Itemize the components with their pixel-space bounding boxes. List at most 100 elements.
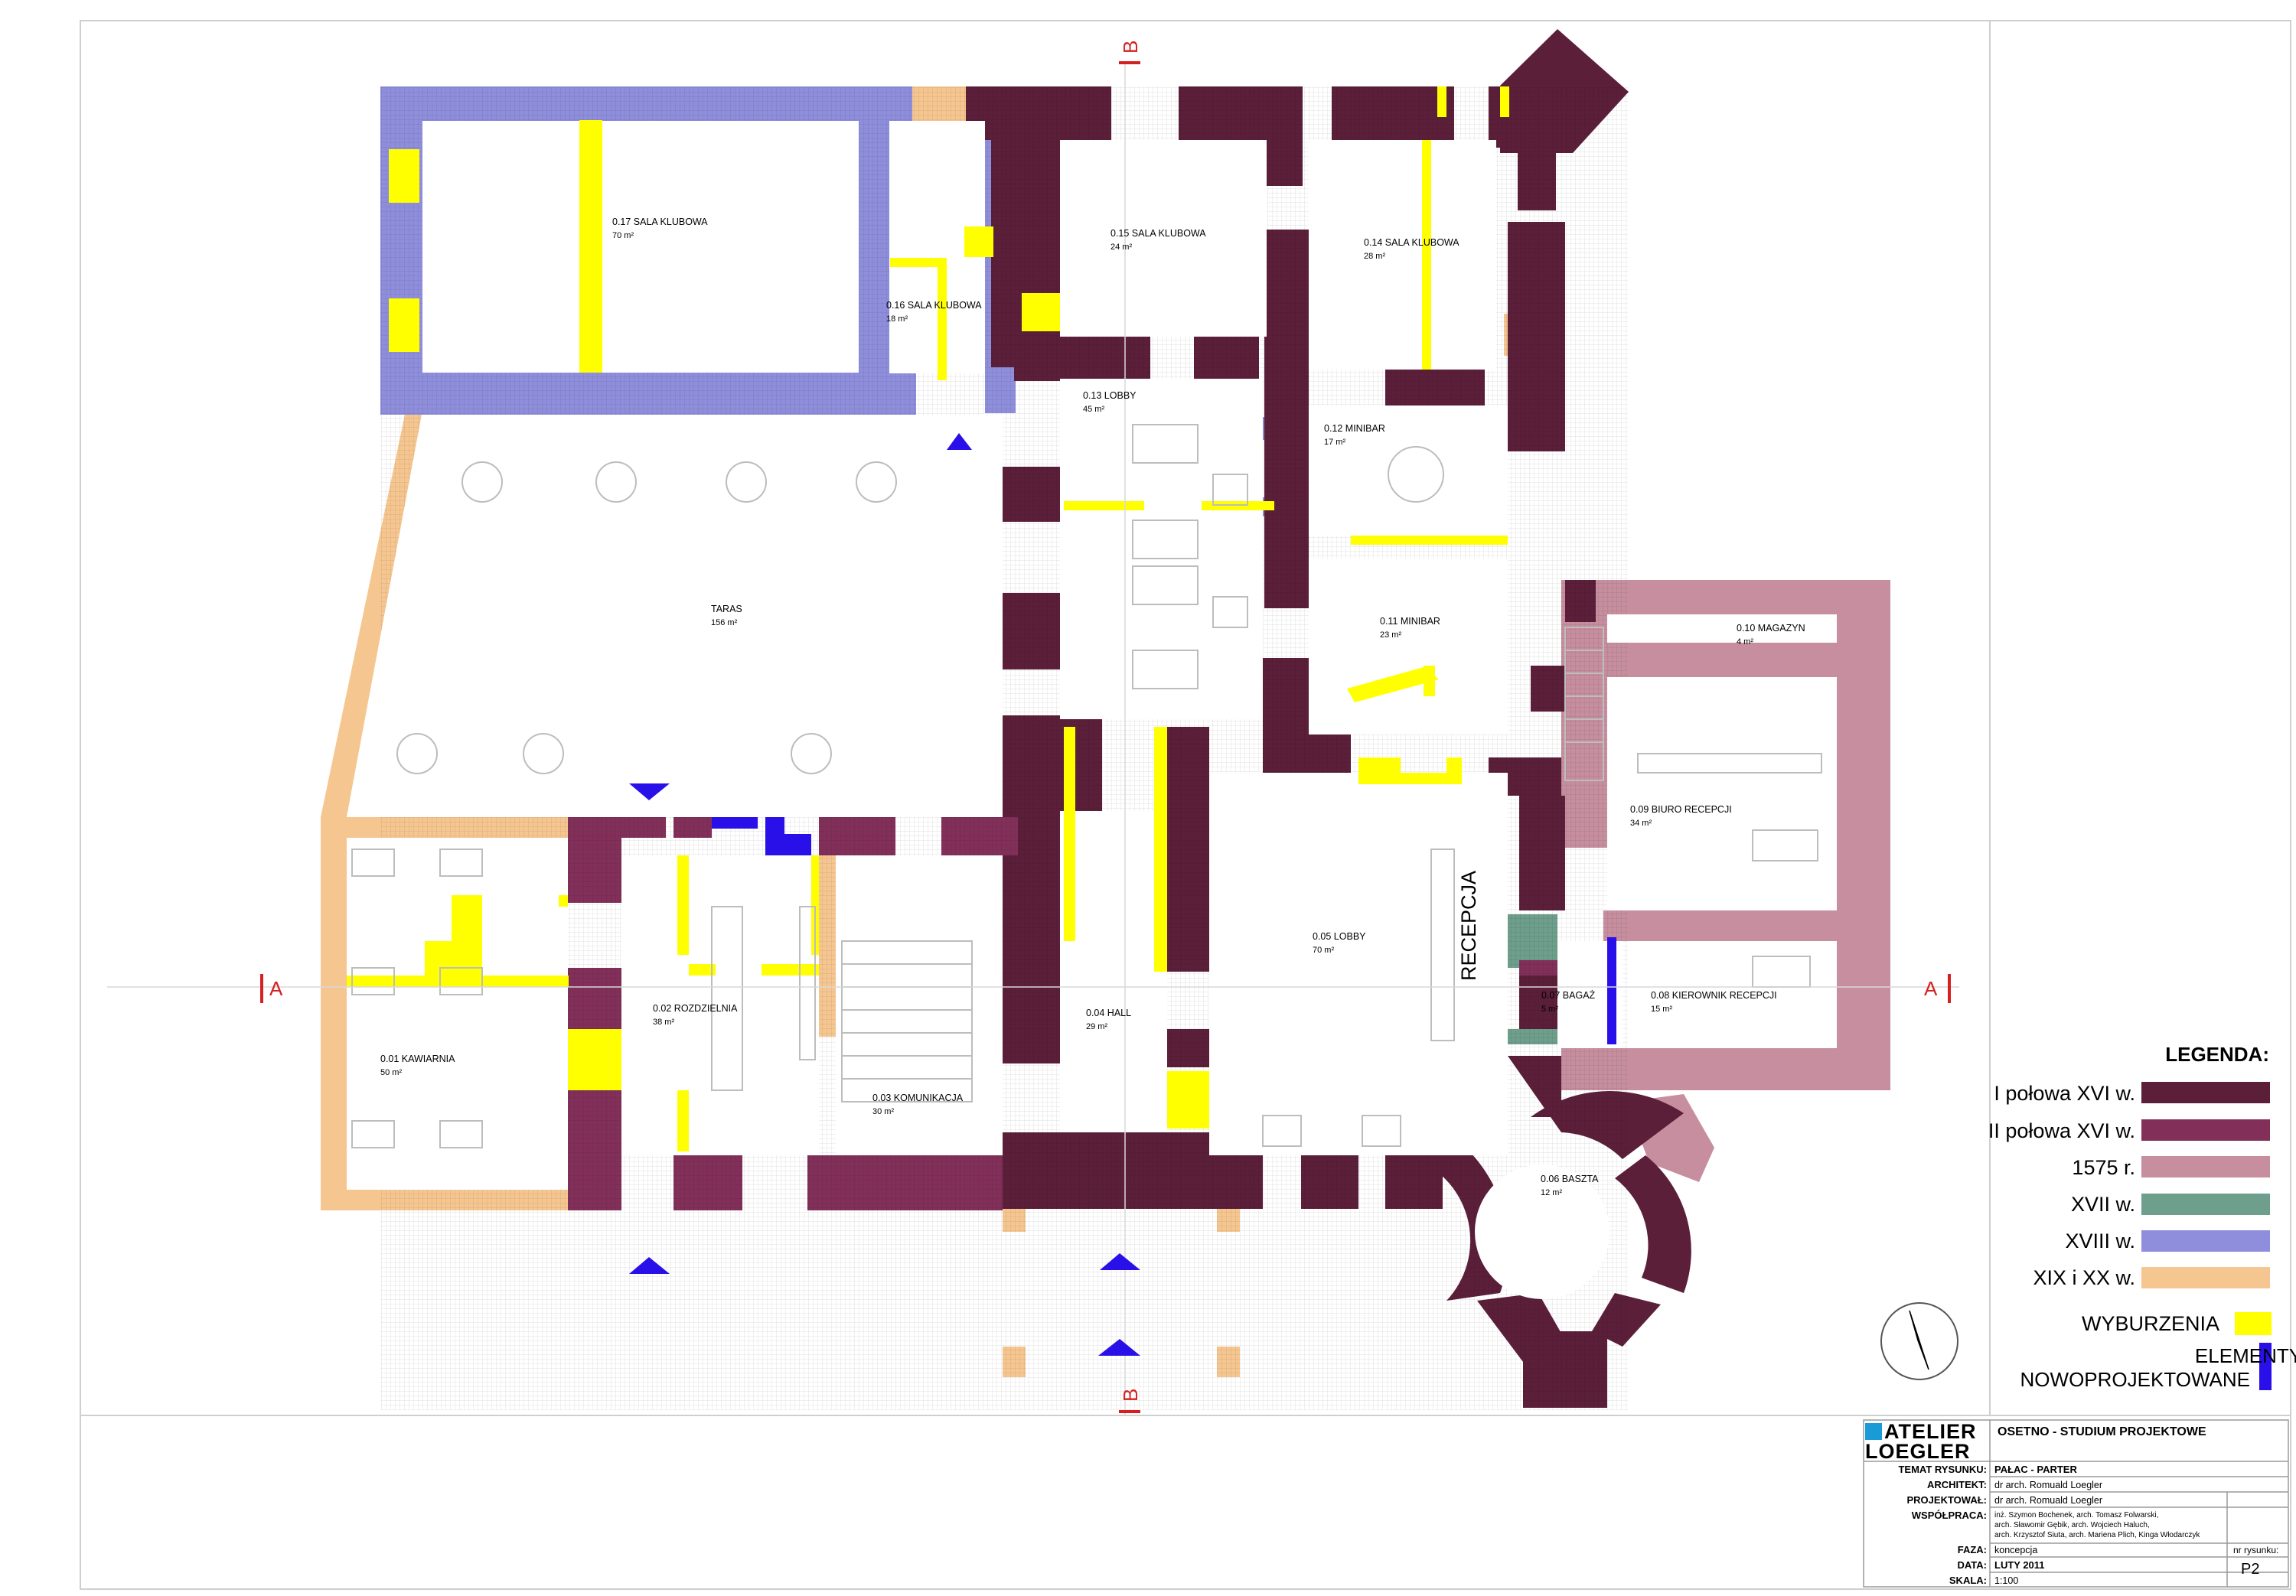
new-design-elements — [712, 817, 1616, 1044]
section-b-top: B — [1119, 41, 1142, 54]
entrance-arrows — [629, 433, 1140, 1356]
room-area-13: 45 m² — [1083, 405, 1104, 414]
room-label-taras: TARAS — [711, 604, 742, 614]
room-area-03: 30 m² — [872, 1107, 894, 1116]
room-label-05: 0.05 LOBBY — [1313, 931, 1366, 942]
row-label-scale: SKALA: — [1949, 1575, 1987, 1586]
room-area-taras: 156 m² — [711, 618, 738, 627]
legend-label-xviii: XVIII w. — [2065, 1230, 2135, 1252]
room-label-09: 0.09 BIURO RECEPCJI — [1630, 804, 1732, 815]
room-area-15: 24 m² — [1110, 243, 1132, 252]
room-label-11: 0.11 MINIBAR — [1380, 616, 1440, 627]
room-area-08: 15 m² — [1651, 1005, 1672, 1014]
title-block: ATELIER LOEGLER OSETNO - STUDIUM PROJEKT… — [1865, 1420, 2278, 1586]
legend-label-xvi2: II połowa XVI w. — [1988, 1119, 2135, 1142]
room-label-10: 0.10 MAGAZYN — [1737, 623, 1805, 634]
legend-swatch-xixxx — [2141, 1267, 2270, 1288]
legend-swatch-xvi2 — [2141, 1119, 2270, 1141]
section-b-bottom: B — [1119, 1389, 1142, 1402]
room-area-10: 4 m² — [1737, 637, 1753, 647]
room-area-09: 34 m² — [1630, 819, 1652, 828]
room-label-06: 0.06 BASZTA — [1541, 1174, 1599, 1184]
section-lines — [107, 61, 1959, 1415]
room-label-17: 0.17 SALA KLUBOWA — [612, 217, 708, 227]
legend-swatch-demolition — [2235, 1312, 2272, 1335]
legend-label-new-2: NOWOPROJEKTOWANE — [2020, 1368, 2250, 1391]
row-value-date: LUTY 2011 — [1994, 1559, 2045, 1571]
room-label-15: 0.15 SALA KLUBOWA — [1110, 228, 1206, 239]
logo-line-2: LOEGLER — [1865, 1440, 1971, 1463]
room-area-11: 23 m² — [1380, 630, 1401, 640]
drawing-no: P2 — [2241, 1561, 2259, 1578]
row-value-architect: dr arch. Romuald Loegler — [1994, 1480, 2102, 1490]
row-label-topic: TEMAT RYSUNKU: — [1898, 1464, 1987, 1475]
row-value-scale: 1:100 — [1994, 1575, 2018, 1586]
room-label-01: 0.01 KAWIARNIA — [380, 1054, 455, 1064]
legend-swatch-1575 — [2141, 1156, 2270, 1177]
room-area-05: 70 m² — [1313, 946, 1334, 955]
room-label-13: 0.13 LOBBY — [1083, 390, 1137, 401]
room-area-14: 28 m² — [1364, 252, 1385, 261]
cafe-tables — [351, 848, 483, 1148]
room-area-02: 38 m² — [653, 1018, 674, 1027]
row-label-date: DATA: — [1957, 1559, 1987, 1571]
room-label-02: 0.02 ROZDZIELNIA — [653, 1003, 738, 1014]
reception-desk — [1430, 848, 1455, 1041]
legend-swatch-xvi1 — [2141, 1082, 2270, 1103]
coop-line-2: arch. Sławomir Gębik, arch. Wojciech Hal… — [1994, 1521, 2150, 1529]
legend-label-xvi1: I połowa XVI w. — [1994, 1082, 2135, 1105]
legend-label-demolition: WYBURZENIA — [2082, 1312, 2219, 1335]
room-label-04: 0.04 HALL — [1086, 1008, 1131, 1018]
demolition-elements — [347, 86, 1509, 1151]
north-arrow-icon — [1880, 1302, 1958, 1380]
lobby-seating — [1132, 424, 1401, 1147]
row-value-topic: PAŁAC - PARTER — [1994, 1464, 2077, 1475]
drawing-no-label: nr rysunku: — [2233, 1545, 2278, 1555]
room-label-07: 0.07 BAGAŻ — [1541, 990, 1596, 1001]
legend-swatches — [2141, 1082, 2272, 1390]
title-block-grid — [1863, 1419, 2289, 1588]
legend-swatch-xvii — [2141, 1194, 2270, 1215]
legend-swatch-xviii — [2141, 1230, 2270, 1252]
row-label-phase: FAZA: — [1958, 1544, 1987, 1555]
room-area-01: 50 m² — [380, 1068, 402, 1077]
room-labels: 0.01 KAWIARNIA 50 m² 0.02 ROZDZIELNIA 38… — [380, 217, 1805, 1197]
section-a-left: A — [269, 977, 283, 1000]
room-area-07: 5 m² — [1541, 1005, 1558, 1014]
project-title: OSETNO - STUDIUM PROJEKTOWE — [1998, 1425, 2206, 1438]
legend-label-1575: 1575 r. — [2072, 1156, 2135, 1179]
coop-line-1: inż. Szymon Bochenek, arch. Tomasz Folwa… — [1994, 1511, 2158, 1519]
stairs — [841, 627, 1604, 1103]
section-a-right: A — [1924, 977, 1938, 1000]
row-value-phase: koncepcja — [1994, 1545, 2037, 1555]
legend-title: LEGENDA: — [2165, 1043, 2269, 1066]
room-label-14: 0.14 SALA KLUBOWA — [1364, 237, 1459, 248]
room-label-12: 0.12 MINIBAR — [1324, 423, 1385, 434]
room-area-17: 70 m² — [612, 231, 634, 240]
legend: LEGENDA: I połowa XVI w. II połowa XVI w… — [1988, 1043, 2296, 1391]
walls — [321, 29, 1890, 1410]
room-area-12: 17 m² — [1324, 438, 1345, 447]
room-label-03: 0.03 KOMUNIKACJA — [872, 1093, 964, 1103]
legend-label-new-1: ELEMENTY — [2195, 1344, 2296, 1367]
terrace-tables — [396, 446, 1444, 774]
reception-label: RECEPCJA — [1457, 871, 1480, 981]
furniture — [351, 424, 1822, 1148]
legend-label-xixxx: XIX i XX w. — [2033, 1266, 2135, 1289]
section-letters: A A B B — [269, 41, 1938, 1402]
row-label-architect: ARCHITEKT: — [1927, 1479, 1987, 1490]
row-value-designer: dr arch. Romuald Loegler — [1994, 1495, 2102, 1506]
room-area-06: 12 m² — [1541, 1188, 1562, 1197]
atelier-logo-icon — [1865, 1423, 1882, 1440]
room-area-04: 29 m² — [1086, 1022, 1107, 1031]
room-label-16: 0.16 SALA KLUBOWA — [886, 300, 982, 311]
logo-line-1: ATELIER — [1884, 1420, 1977, 1443]
legend-label-xvii: XVII w. — [2071, 1193, 2135, 1216]
room-label-08: 0.08 KIEROWNIK RECEPCJI — [1651, 990, 1777, 1001]
row-label-coop: WSPÓŁPRACA: — [1912, 1510, 1987, 1521]
drawing-frame — [80, 20, 2291, 1590]
distribution-counter — [711, 906, 816, 1091]
row-label-designer: PROJEKTOWAŁ: — [1907, 1494, 1988, 1506]
room-interiors — [347, 121, 1837, 1299]
